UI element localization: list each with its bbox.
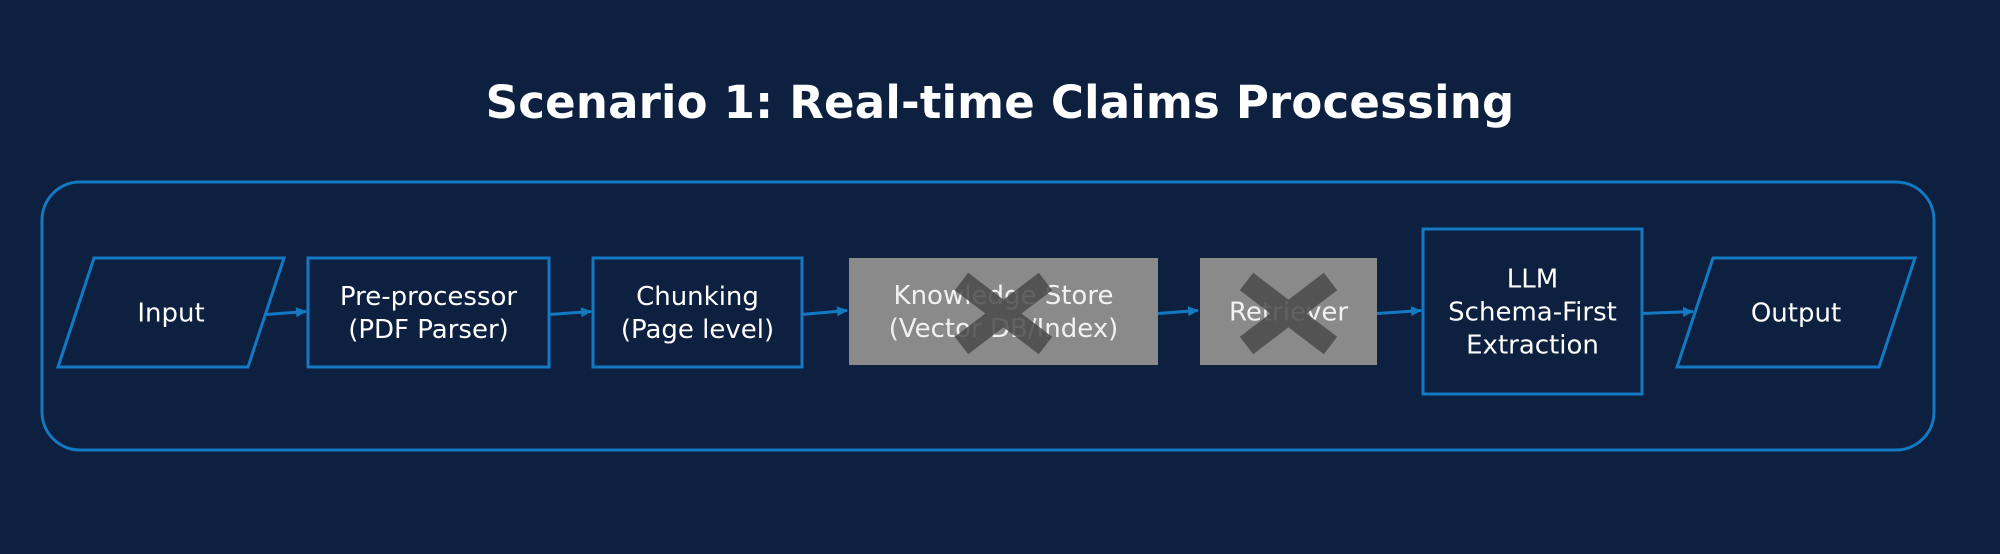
node-output-label-0: Output bbox=[1751, 299, 1841, 329]
pipeline-container bbox=[40, 180, 1936, 452]
arrow-input-to-preprocessor bbox=[265, 307, 307, 318]
node-llm-shape bbox=[1421, 227, 1644, 396]
node-preprocessor-label-1: (PDF Parser) bbox=[348, 315, 509, 345]
arrow-llm-to-output bbox=[1641, 306, 1694, 317]
node-llm-label-2: Extraction bbox=[1466, 331, 1599, 361]
arrow-retriever-to-llm bbox=[1376, 306, 1422, 317]
node-knowledge-store: Knowledge Store(Vector DB/Index) bbox=[849, 258, 1158, 365]
node-input: Input bbox=[55, 256, 287, 369]
node-preprocessor: Pre-processor(PDF Parser) bbox=[306, 256, 551, 369]
arrow-preprocessor-to-chunking bbox=[548, 307, 592, 318]
arrow-chunking-to-knowledge-store bbox=[801, 306, 848, 317]
node-retriever: Retriever bbox=[1200, 258, 1377, 365]
node-chunking: Chunking(Page level) bbox=[591, 256, 804, 369]
diagram-title: Scenario 1: Real-time Claims Processing bbox=[485, 76, 1515, 129]
node-output: Output bbox=[1674, 256, 1918, 369]
arrow-knowledge-store-to-retriever bbox=[1157, 306, 1199, 317]
node-llm-label-0: LLM bbox=[1507, 265, 1558, 295]
node-knowledge-store-crossed-out-icon bbox=[954, 272, 1053, 355]
node-preprocessor-shape bbox=[306, 256, 551, 369]
node-chunking-label-0: Chunking bbox=[636, 282, 759, 312]
node-input-label-0: Input bbox=[137, 299, 204, 329]
node-preprocessor-label-0: Pre-processor bbox=[340, 282, 518, 312]
node-input-shape bbox=[55, 256, 287, 369]
edges-layer bbox=[265, 306, 1694, 318]
node-output-shape bbox=[1674, 256, 1918, 369]
node-retriever-crossed-out-icon bbox=[1239, 272, 1338, 355]
node-chunking-shape bbox=[591, 256, 804, 369]
node-chunking-label-1: (Page level) bbox=[621, 315, 774, 345]
node-llm-label-1: Schema-First bbox=[1448, 298, 1617, 328]
